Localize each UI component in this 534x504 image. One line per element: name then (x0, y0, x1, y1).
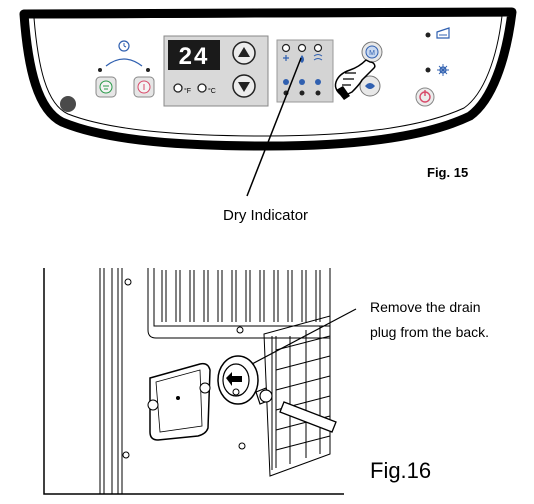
screw-hole-top-left (124, 278, 132, 286)
defrost-led (425, 67, 431, 73)
fahrenheit-led (173, 83, 183, 93)
timer-led-right (146, 68, 150, 72)
drain-plug (217, 355, 259, 405)
fan-speed-led-1 (283, 79, 289, 85)
fig15-caption: Fig. 15 (427, 165, 468, 180)
power-button[interactable] (415, 87, 435, 107)
hose-tube (279, 401, 337, 433)
celsius-led (197, 83, 207, 93)
svg-text:M: M (369, 50, 375, 57)
fan-speed-led-2 (299, 79, 305, 85)
cover-plate (147, 362, 211, 441)
cool-mode-icon (283, 55, 289, 61)
timer-icon (105, 40, 143, 67)
speed-dot-2 (299, 90, 305, 96)
screw-hole-lower (238, 442, 246, 450)
speed-dot-3 (315, 90, 321, 96)
light-button[interactable] (95, 76, 117, 98)
drain-plug-instruction-line2: plug from the back. (370, 324, 489, 340)
fahrenheit-label: °F (184, 87, 191, 95)
dry-indicator-leader-line (246, 57, 302, 197)
drain-plug-leader-line (251, 308, 357, 365)
screw-hole-bottom-left (122, 451, 130, 459)
display-digits: 24 (179, 43, 210, 70)
dry-indicator-led (297, 43, 307, 53)
timer-button[interactable] (133, 76, 155, 98)
defrost-icon (437, 64, 449, 76)
pointing-hand-icon (334, 59, 376, 100)
fan-speed-button[interactable] (359, 75, 381, 97)
fig16-frame (43, 268, 344, 495)
celsius-label: °C (208, 87, 216, 95)
up-arrow-button[interactable] (232, 41, 256, 65)
side-ribs (99, 268, 123, 494)
mode-led-1 (281, 43, 291, 53)
fig16-caption: Fig.16 (370, 458, 431, 483)
mode-button[interactable]: M (361, 41, 383, 63)
drain-plug-instruction-line1: Remove the drain (370, 299, 481, 315)
mode-led-3 (313, 43, 323, 53)
screw-hole-upper (236, 326, 244, 334)
fan-mode-icon (313, 54, 323, 61)
down-arrow-button[interactable] (232, 74, 256, 98)
timer-led-left (98, 68, 102, 72)
fan-speed-led-3 (315, 79, 321, 85)
drain-outlet (255, 387, 273, 405)
dry-indicator-label: Dry Indicator (223, 207, 308, 224)
dry-mode-icon (300, 55, 304, 63)
lower-grille (263, 315, 331, 477)
panel-hole (60, 96, 76, 112)
bucket-full-icon (436, 27, 450, 39)
upper-grille (147, 268, 331, 339)
upper-grille-slots (161, 270, 321, 322)
bucket-full-led (425, 32, 431, 38)
